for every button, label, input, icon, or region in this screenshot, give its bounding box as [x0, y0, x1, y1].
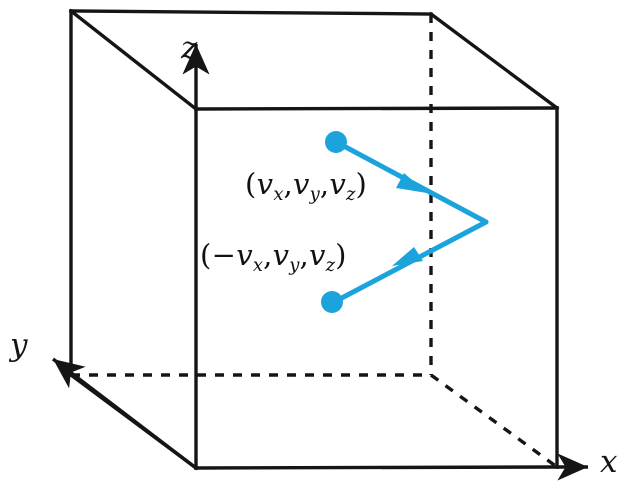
trajectory-end-dot: [321, 291, 343, 313]
x-axis-label: x: [600, 444, 618, 480]
reflected-open-paren: (: [200, 238, 212, 272]
cube-edge-back-top: [69, 9, 433, 16]
reflected-vz-subscript: z: [325, 254, 336, 276]
reflected-vz: v: [308, 238, 326, 272]
incoming-vy-subscript: y: [309, 183, 320, 205]
reflected-vy-subscript: y: [289, 254, 300, 276]
incoming-vz-subscript: z: [346, 183, 356, 205]
trajectory-incoming-arrowhead: [396, 173, 427, 193]
cube-visible-edges: [68, 8, 560, 471]
cube-edge-depth-top-left: [68, 8, 199, 112]
reflected-close-paren: ): [335, 238, 347, 272]
reflected-minus-sign: −: [211, 238, 237, 272]
z-axis-label: z: [181, 30, 198, 66]
particle-trajectory: [321, 131, 489, 313]
cube-edge-front-top: [194, 106, 559, 111]
y-axis-arrow: [51, 357, 198, 470]
trajectory-reflected-arrowhead: [392, 247, 423, 266]
incoming-velocity-label: (vx,vy,vz): [245, 167, 368, 204]
incoming-vy: v: [292, 167, 310, 201]
incoming-vx: v: [256, 167, 274, 201]
reflected-comma-2: ,: [299, 238, 309, 272]
cube-edge-back-bottom-right: [429, 373, 559, 469]
trajectory-start-dot: [325, 131, 347, 153]
incoming-vx-subscript: x: [273, 183, 284, 205]
y-axis-label: y: [10, 327, 28, 363]
coordinate-axes: [51, 44, 588, 481]
reflected-vx-subscript: x: [252, 254, 264, 276]
cube-edge-depth-top-right: [428, 11, 560, 111]
reflected-velocity-label: (−vx,vy,vz): [200, 238, 347, 275]
reflected-vx: v: [236, 238, 253, 272]
incoming-open-paren: (: [245, 167, 257, 201]
reflected-vy: v: [272, 238, 290, 272]
cube-edge-front-bottom: [194, 465, 559, 470]
reflected-comma-1: ,: [263, 238, 273, 272]
incoming-comma-1: ,: [283, 167, 293, 201]
incoming-comma-2: ,: [319, 167, 330, 201]
incoming-close-paren: ): [355, 167, 368, 201]
incoming-vz: v: [329, 167, 347, 201]
